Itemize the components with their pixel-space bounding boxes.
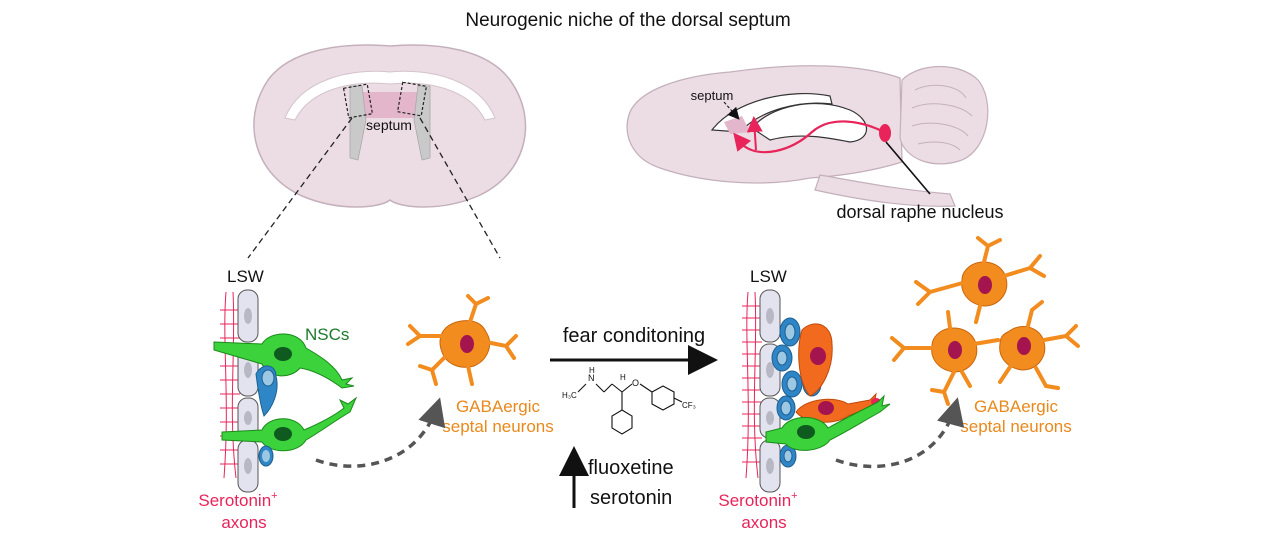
septum-region bbox=[360, 92, 420, 118]
nscs-label: NSCs bbox=[305, 325, 349, 344]
chem-cf3: CF₃ bbox=[682, 401, 696, 410]
gabaergic-neuron-right-1 bbox=[914, 236, 1046, 324]
ependymal-cells-right bbox=[759, 289, 781, 493]
gabaergic-neuron-right-3 bbox=[998, 300, 1080, 390]
nsc-cell-1 bbox=[213, 333, 355, 389]
lsw-label-left: LSW bbox=[227, 267, 264, 286]
chem-h-amine: H bbox=[589, 366, 595, 375]
left-niche: LSW bbox=[198, 267, 553, 532]
fluoxetine-label: fluoxetine bbox=[588, 457, 674, 479]
serotonin-axon-mesh-left bbox=[220, 291, 240, 479]
dorsal-raphe-nucleus-dot bbox=[879, 124, 891, 142]
figure-title: Neurogenic niche of the dorsal septum bbox=[465, 10, 790, 31]
dashed-arrow-left bbox=[315, 397, 446, 468]
gaba-label-left-2: septal neurons bbox=[442, 417, 554, 436]
sagittal-brain: septum dorsal raphe nucleus bbox=[626, 65, 1004, 222]
gabaergic-neuron-right-2 bbox=[890, 310, 1000, 406]
fear-conditioning-label: fear conditoning bbox=[563, 325, 705, 347]
chem-h3c: H₃C bbox=[562, 391, 577, 400]
ependymal-cells-left bbox=[237, 289, 259, 493]
septum-label-sagittal: septum bbox=[691, 88, 734, 103]
chem-o: O bbox=[632, 378, 639, 388]
coronal-brain-section: septum bbox=[247, 44, 527, 259]
dorsal-raphe-label: dorsal raphe nucleus bbox=[836, 202, 1003, 222]
serotonin-center-label: serotonin bbox=[590, 487, 672, 509]
chem-h-stereo: H bbox=[620, 373, 626, 382]
gabaergic-neuron-left bbox=[406, 294, 518, 386]
gaba-label-right-2: septal neurons bbox=[960, 417, 1072, 436]
fluoxetine-structure bbox=[577, 383, 683, 435]
chem-n: N bbox=[588, 373, 595, 383]
right-niche: LSW bbox=[718, 236, 1080, 532]
dashed-arrow-right bbox=[835, 397, 965, 469]
serotonin-label-left: Serotonin+ bbox=[198, 490, 277, 510]
gaba-label-left-1: GABAergic bbox=[456, 397, 541, 416]
septum-label-coronal: septum bbox=[366, 117, 412, 133]
blue-progenitor-cells-left bbox=[255, 365, 278, 467]
serotonin-axon-mesh-right bbox=[742, 291, 762, 479]
cerebellum bbox=[899, 65, 989, 165]
dotted-box-left bbox=[342, 83, 374, 119]
nsc-cell-2 bbox=[221, 396, 358, 452]
dotted-box-right bbox=[396, 81, 428, 117]
center-panel: fear conditoning N H H₃C H O CF₃ fluoxet… bbox=[550, 325, 718, 509]
serotonin-label-right: Serotonin+ bbox=[718, 490, 797, 510]
nsc-cell-right bbox=[765, 394, 891, 451]
gaba-label-right-1: GABAergic bbox=[974, 397, 1059, 416]
lsw-label-right: LSW bbox=[750, 267, 787, 286]
axons-label-right: axons bbox=[741, 513, 786, 532]
axons-label-left: axons bbox=[221, 513, 266, 532]
